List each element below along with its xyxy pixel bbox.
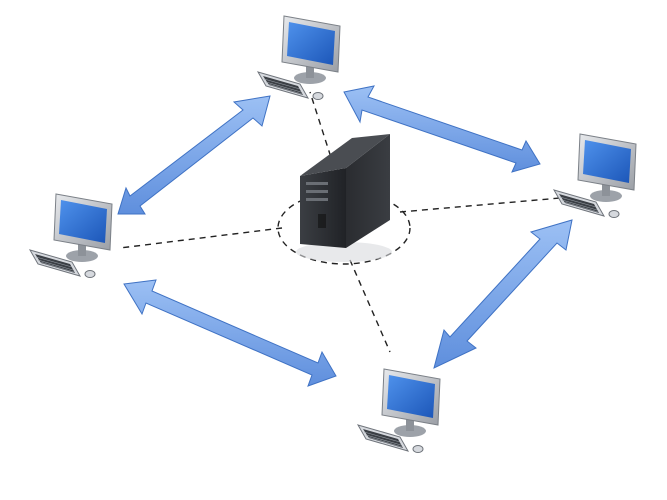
link-server-top xyxy=(309,91,345,199)
arrow-left-top xyxy=(117,95,271,215)
link-server-right xyxy=(399,197,561,213)
arrow-bottom-left xyxy=(123,279,337,387)
arrow-top-right xyxy=(343,85,541,173)
workstation-top xyxy=(257,15,341,100)
workstation-left xyxy=(29,193,113,278)
link-server-left xyxy=(119,227,283,249)
star-links xyxy=(119,91,561,353)
ring-arrows xyxy=(117,85,573,387)
server-tower-icon xyxy=(296,134,392,262)
workstation-bottom xyxy=(357,368,441,453)
link-server-bottom xyxy=(349,259,391,353)
workstation-right xyxy=(553,133,637,218)
arrow-right-bottom xyxy=(433,219,573,369)
